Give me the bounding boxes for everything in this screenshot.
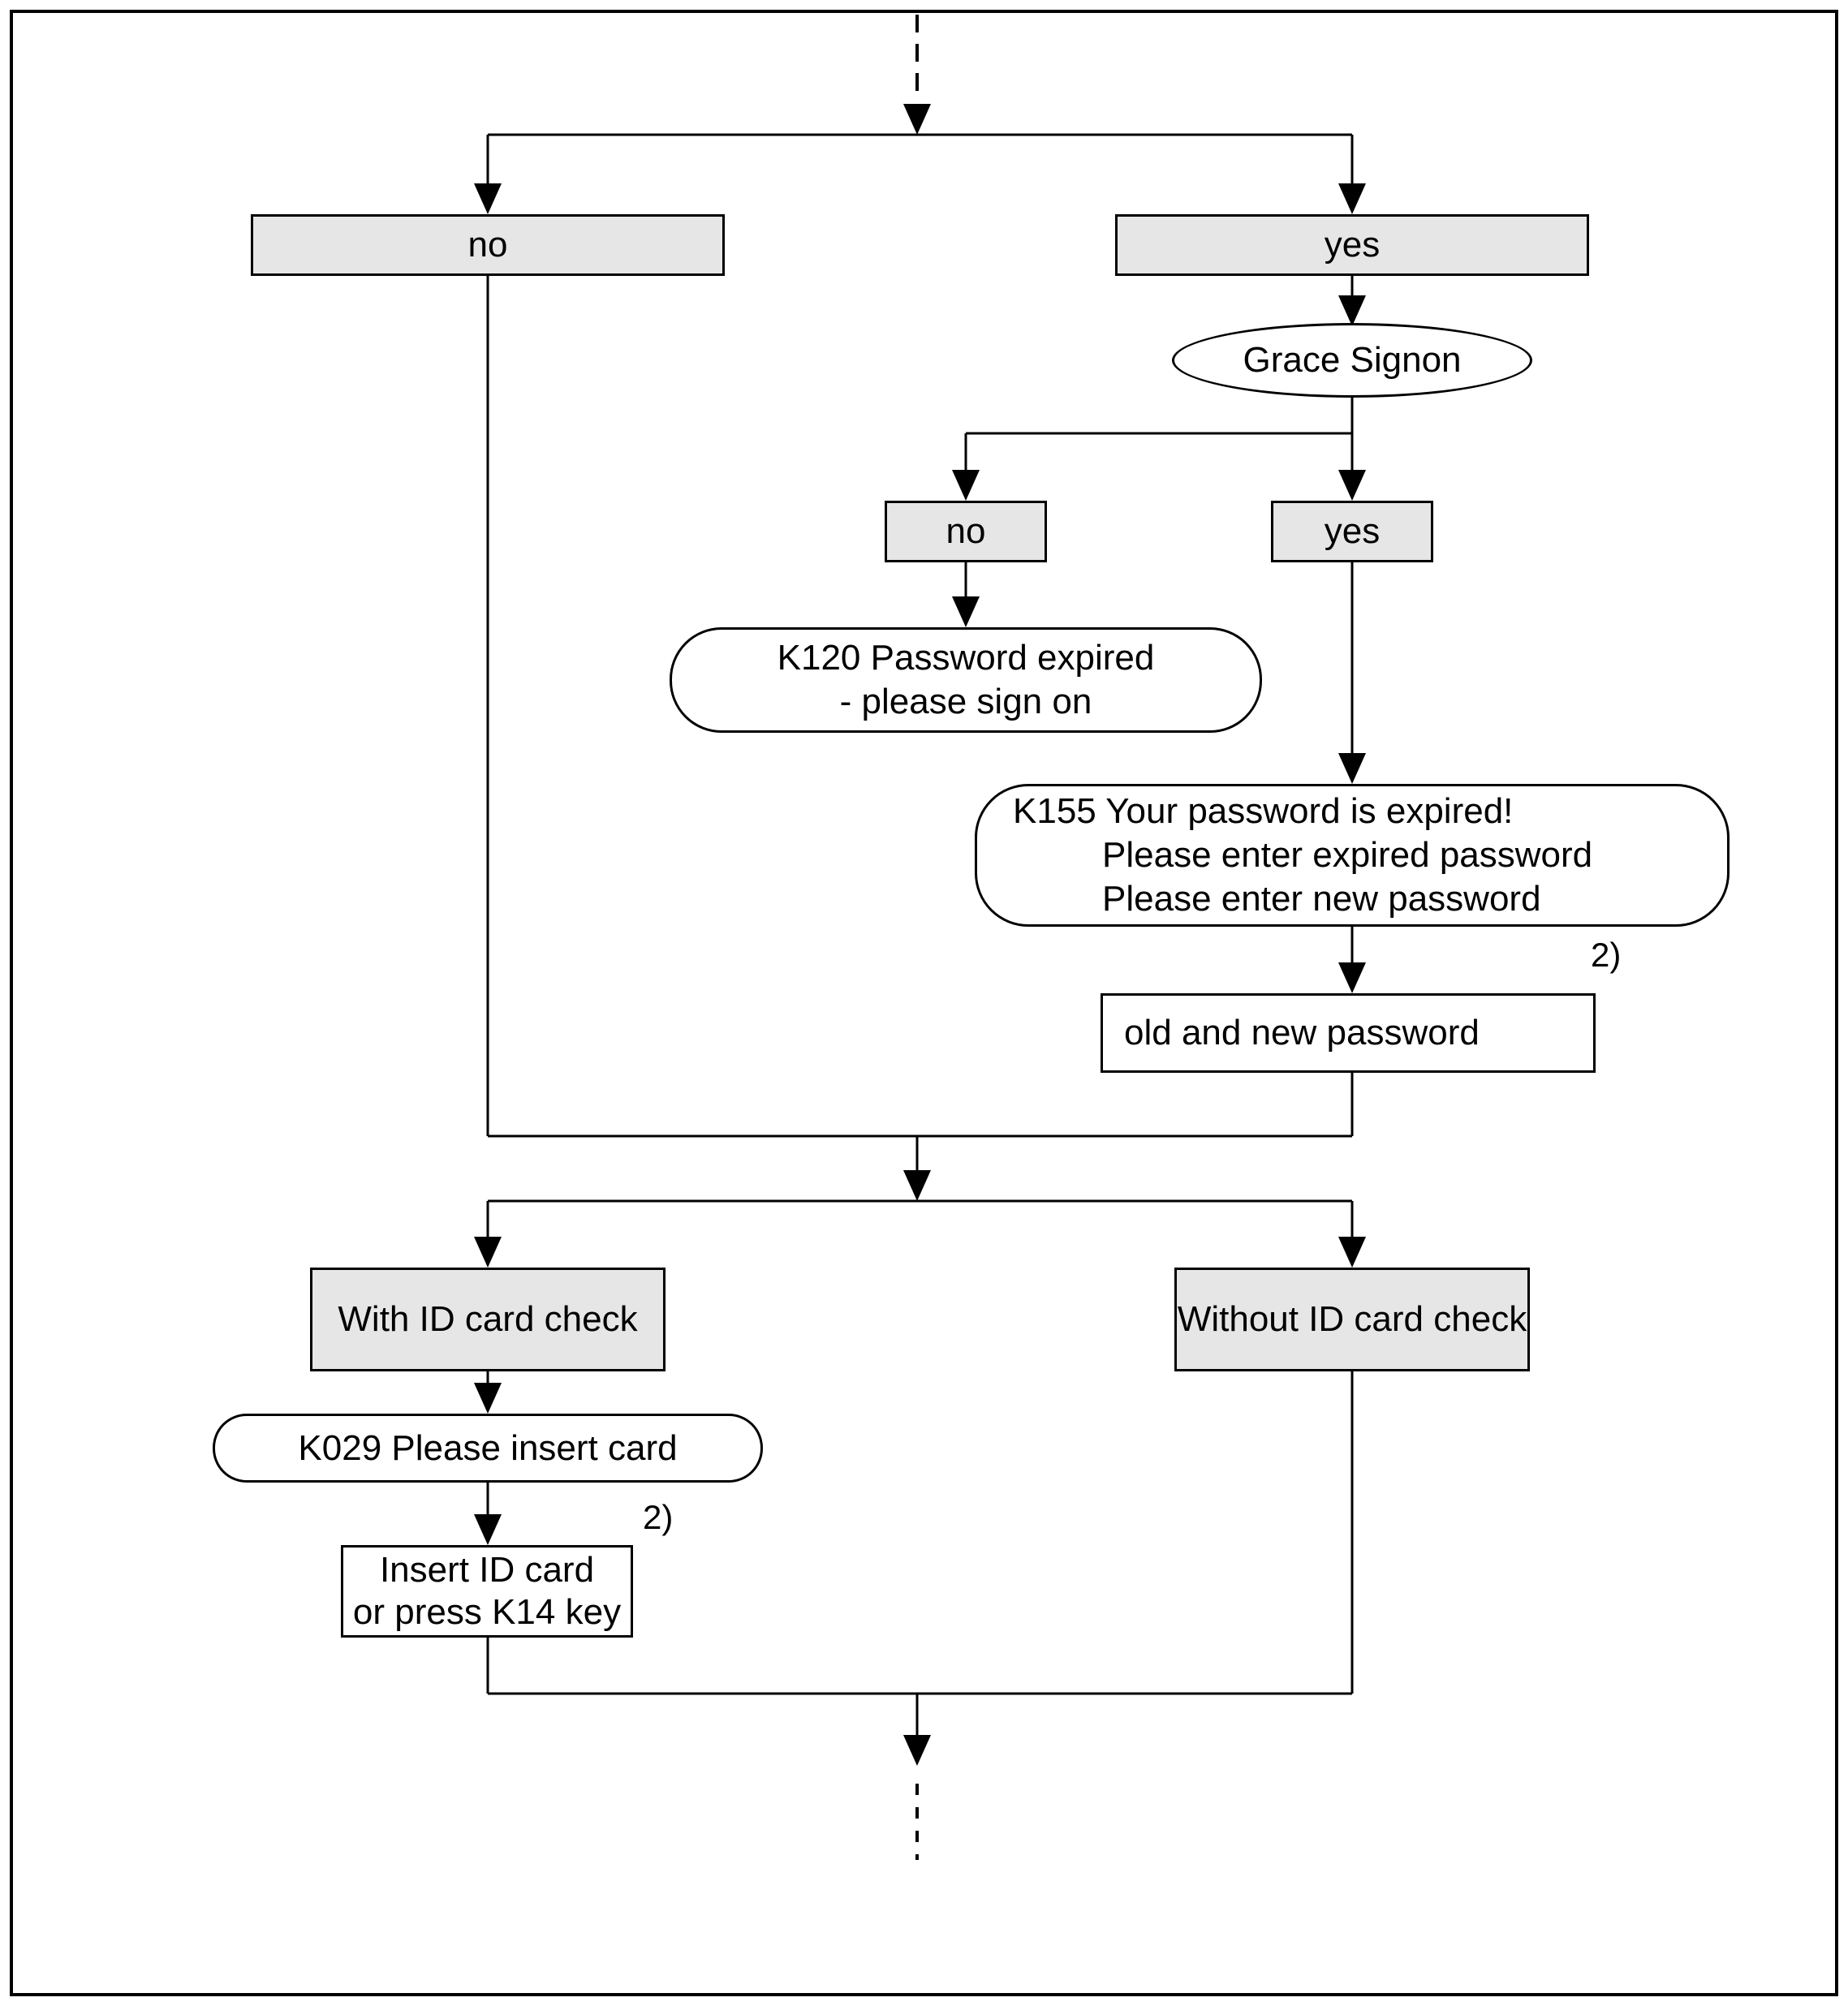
grace-signon-ellipse: Grace Signon bbox=[1172, 323, 1532, 398]
k155-password-expired-message: K155 Your password is expired! Please en… bbox=[975, 784, 1730, 927]
entry-branch-no-box: no bbox=[251, 214, 725, 276]
page-border bbox=[10, 10, 1838, 1996]
entry-branch-yes-box: yes bbox=[1115, 214, 1589, 276]
signon-branch-no-box: no bbox=[885, 501, 1047, 562]
footnote-marker-insert-card: 2) bbox=[643, 1498, 674, 1536]
k029-insert-card-message: K029 Please insert card bbox=[213, 1414, 763, 1483]
old-new-password-action: old and new password bbox=[1101, 993, 1596, 1073]
footnote-marker-old-new-password: 2) bbox=[1591, 936, 1622, 974]
k120-password-expired-message: K120 Password expired - please sign on bbox=[670, 627, 1262, 733]
insert-id-card-action: Insert ID card or press K14 key bbox=[341, 1545, 633, 1638]
with-id-card-check-box: With ID card check bbox=[310, 1268, 666, 1371]
without-id-card-check-box: Without ID card check bbox=[1174, 1268, 1530, 1371]
flow-lines bbox=[486, 133, 1354, 1735]
signon-branch-yes-box: yes bbox=[1271, 501, 1433, 562]
